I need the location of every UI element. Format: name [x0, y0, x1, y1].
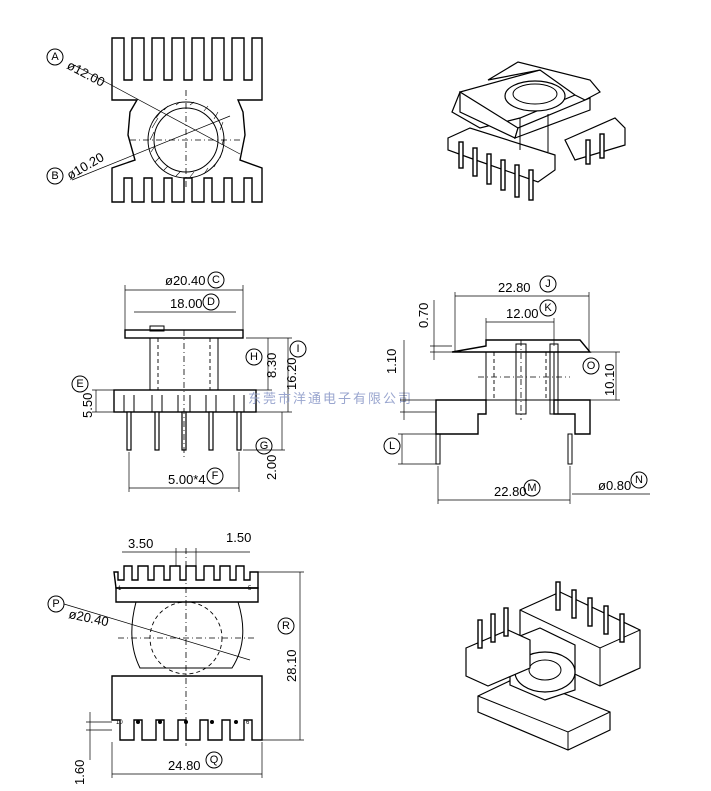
iso-base-right	[564, 117, 626, 161]
dim-h-text: 8.30	[264, 353, 279, 378]
side-base-right	[553, 399, 591, 435]
label-l: L	[389, 440, 395, 452]
dim-q-text: 24.80	[168, 758, 201, 773]
label-circle-b	[46, 167, 64, 185]
label-f: F	[212, 470, 219, 482]
side-barrel	[485, 351, 555, 401]
label-n: N	[635, 474, 643, 486]
dim-b-text: ø10.20	[64, 149, 107, 182]
dim-g-text: 2.00	[264, 455, 279, 480]
end-view-outline	[111, 37, 263, 203]
side-base-left	[435, 399, 487, 435]
dim-slot-left-text: 3.50	[128, 536, 153, 551]
front-view: ø20.40 C 18.00 D 8.30 H 16.20 I 5.50 E 2…	[71, 271, 307, 492]
side-top-flange	[451, 339, 592, 353]
iso-base-left	[447, 127, 556, 183]
dim-m-text: 22.80	[494, 484, 527, 499]
dim-slot-right-text: 1.50	[226, 530, 251, 545]
pin-mark-6: 6	[246, 720, 250, 726]
front-base-slots	[123, 395, 245, 412]
label-b: B	[51, 170, 58, 182]
plan-base	[111, 675, 263, 741]
dim-bottom-text: 1.60	[72, 760, 87, 785]
plan-view: 1 5 10 6 3.50 1.50 P ø20.40 28.10 R 1.60…	[47, 530, 304, 785]
label-c: C	[212, 274, 220, 286]
pin-mark-1: 1	[118, 586, 122, 592]
dim-l-text: 1.10	[384, 349, 399, 374]
leader-a	[71, 63, 241, 155]
pin-mark-5: 5	[248, 586, 252, 592]
side-view: 22.80 J 12.00 K 0.70 1.10 L 10.10 O 22.8…	[383, 275, 650, 504]
dim-a-text: ø12.00	[65, 57, 108, 89]
label-e: E	[76, 378, 83, 390]
side-pin-left	[435, 433, 441, 465]
iso-top-bore-inner	[512, 83, 558, 105]
iso-view-bottom	[465, 581, 641, 751]
iso-bottom-comb-edges	[519, 609, 641, 686]
end-view-top-left: A ø12.00 B ø10.20	[46, 37, 263, 203]
label-circle-a	[46, 48, 64, 66]
label-k: K	[544, 302, 552, 314]
dim-i-text: 16.20	[284, 357, 299, 390]
iso-bottom-bore-inner	[528, 659, 562, 681]
label-r: R	[282, 620, 290, 632]
dim-p-text: ø20.40	[67, 606, 110, 629]
plan-body	[131, 601, 244, 669]
label-h: H	[250, 351, 258, 363]
label-i: I	[296, 343, 299, 355]
iso-barrel	[519, 114, 549, 152]
dim-r-text: 28.10	[284, 649, 299, 682]
label-p: P	[52, 598, 59, 610]
label-m: M	[527, 482, 536, 494]
iso-rail-front	[514, 97, 591, 139]
iso-top-pins	[458, 133, 605, 201]
iso-view-top	[447, 61, 626, 201]
iso-bottom-base-edges	[477, 695, 611, 750]
dim-d-text: 18.00	[170, 296, 203, 311]
watermark: 东莞市洋通电子有限公司	[248, 391, 413, 407]
iso-top-bore	[504, 80, 566, 112]
label-a: A	[51, 51, 59, 63]
pin-mark-10: 10	[116, 720, 123, 726]
leader-b	[71, 115, 231, 181]
label-d: D	[207, 296, 215, 308]
label-g: G	[260, 440, 269, 452]
label-j: J	[545, 278, 551, 290]
dim-e-text: 5.50	[80, 393, 95, 418]
hatch-ring	[149, 101, 225, 178]
label-q: Q	[210, 754, 219, 766]
front-base	[113, 389, 257, 413]
front-top-notch	[149, 325, 165, 332]
dim-n-text: ø0.80	[598, 478, 631, 493]
iso-bottom-pins	[477, 581, 625, 649]
label-o: O	[587, 360, 596, 372]
dim-j-text: 22.80	[498, 280, 531, 295]
dim-o-text: 10.10	[602, 363, 617, 396]
plan-top-bar	[115, 587, 259, 603]
leader-p	[63, 603, 251, 661]
dim-c-text: ø20.40	[165, 273, 205, 288]
dim-k-text: 12.00	[506, 306, 539, 321]
dim-flange-text: 0.70	[416, 303, 431, 328]
side-pin-right	[567, 433, 573, 465]
iso-top-flange-back	[487, 61, 601, 101]
dim-f-text: 5.00*4	[168, 472, 206, 487]
